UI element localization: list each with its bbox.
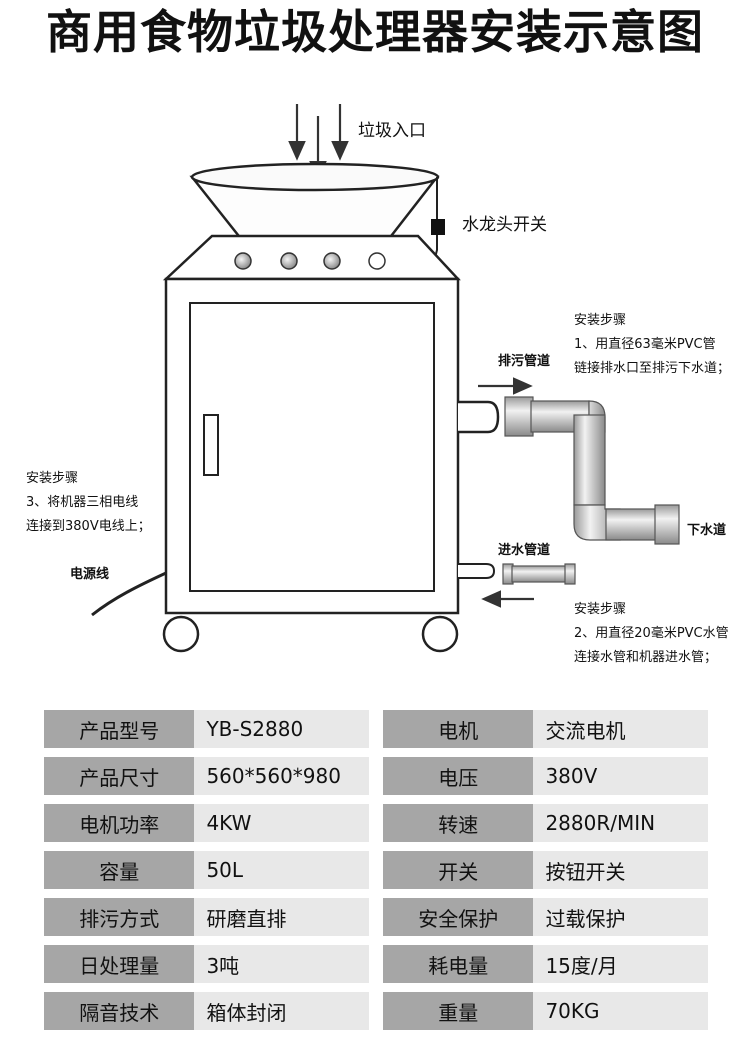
- spec-value: 50L: [194, 851, 369, 889]
- install-step-2: 安装步骤 2、用直径20毫米PVC水管 连接水管和机器进水管；: [574, 598, 729, 670]
- install-step-3: 安装步骤 3、将机器三相电线 连接到380V电线上；: [26, 467, 151, 539]
- spec-key: 电机功率: [44, 804, 195, 842]
- label-power-cord: 电源线: [70, 567, 110, 582]
- machine-top: [162, 234, 461, 281]
- spec-value: 2880R/MIN: [533, 804, 708, 842]
- spec-key: 隔音技术: [44, 992, 195, 1030]
- hopper: [189, 162, 440, 242]
- spec-value: 70KG: [533, 992, 708, 1030]
- spec-key: 开关: [383, 851, 534, 889]
- knob-3: [323, 252, 341, 270]
- spec-value: 按钮开关: [533, 851, 708, 889]
- spec-value: 560*560*980: [194, 757, 369, 795]
- spec-key: 安全保护: [383, 898, 534, 936]
- door-handle: [203, 414, 219, 476]
- spec-value: 4KW: [194, 804, 369, 842]
- step-2-line-1: 2、用直径20毫米PVC水管: [574, 626, 729, 641]
- inlet-pvc-pipe: [502, 563, 576, 585]
- drain-pvc-pipe: [504, 396, 680, 545]
- spec-row: 产品型号 YB-S2880 电机 交流电机: [44, 710, 708, 748]
- machine-body: [164, 277, 460, 615]
- wheel-left: [162, 615, 200, 653]
- water-inlet: [458, 563, 496, 579]
- step-1-line-1: 1、用直径63毫米PVC管: [574, 337, 716, 352]
- spec-key: 重量: [383, 992, 534, 1030]
- faucet-hose: [431, 177, 445, 263]
- power-cord: [91, 571, 167, 617]
- spec-key: 排污方式: [44, 898, 195, 936]
- spec-key: 电压: [383, 757, 534, 795]
- install-step-1: 安装步骤 1、用直径63毫米PVC管 链接排水口至排污下水道；: [574, 309, 730, 381]
- control-knobs: [234, 252, 386, 270]
- label-faucet-switch: 水龙头开关: [462, 215, 547, 235]
- spec-key: 容量: [44, 851, 195, 889]
- spec-value: 15度/月: [533, 945, 708, 983]
- spec-key: 转速: [383, 804, 534, 842]
- label-inlet-pipe: 进水管道: [498, 543, 551, 558]
- step-2-heading: 安装步骤: [574, 602, 627, 617]
- spec-row: 隔音技术 箱体封闭 重量 70KG: [44, 992, 708, 1030]
- label-inlet: 垃圾入口: [358, 121, 426, 141]
- spec-key: 电机: [383, 710, 534, 748]
- spec-key: 产品型号: [44, 710, 195, 748]
- spec-row: 日处理量 3吨 耗电量 15度/月: [44, 945, 708, 983]
- spec-row: 容量 50L 开关 按钮开关: [44, 851, 708, 889]
- spec-value: 研磨直排: [194, 898, 369, 936]
- spec-key: 耗电量: [383, 945, 534, 983]
- step-3-line-2: 连接到380V电线上；: [26, 519, 151, 534]
- spec-value: 交流电机: [533, 710, 708, 748]
- knob-4: [368, 252, 386, 270]
- page-title: 商用食物垃圾处理器安装示意图: [46, 5, 704, 59]
- spec-row: 电机功率 4KW 转速 2880R/MIN: [44, 804, 708, 842]
- spec-row: 产品尺寸 560*560*980 电压 380V: [44, 757, 708, 795]
- spec-key: 日处理量: [44, 945, 195, 983]
- step-3-line-1: 3、将机器三相电线: [26, 495, 139, 510]
- spec-value: 380V: [533, 757, 708, 795]
- step-1-line-2: 链接排水口至排污下水道；: [574, 361, 731, 376]
- installation-diagram: [91, 104, 680, 653]
- step-2-line-2: 连接水管和机器进水管；: [574, 650, 718, 665]
- spec-table: 产品型号 YB-S2880 电机 交流电机 产品尺寸 560*560*980 电…: [44, 701, 708, 1039]
- spec-value: 箱体封闭: [194, 992, 369, 1030]
- knob-2: [280, 252, 298, 270]
- spec-value: 3吨: [194, 945, 369, 983]
- spec-key: 产品尺寸: [44, 757, 195, 795]
- knob-1: [234, 252, 252, 270]
- spec-row: 排污方式 研磨直排 安全保护 过载保护: [44, 898, 708, 936]
- spec-value: 过载保护: [533, 898, 708, 936]
- spec-value: YB-S2880: [194, 710, 369, 748]
- wheels: [162, 615, 459, 653]
- wheel-right: [421, 615, 459, 653]
- inlet-arrows: [288, 104, 349, 181]
- label-sewer: 下水道: [687, 523, 727, 538]
- step-1-heading: 安装步骤: [574, 313, 627, 328]
- step-3-heading: 安装步骤: [26, 471, 79, 486]
- label-drain-pipe: 排污管道: [498, 354, 551, 369]
- drain-outlet: [458, 400, 500, 434]
